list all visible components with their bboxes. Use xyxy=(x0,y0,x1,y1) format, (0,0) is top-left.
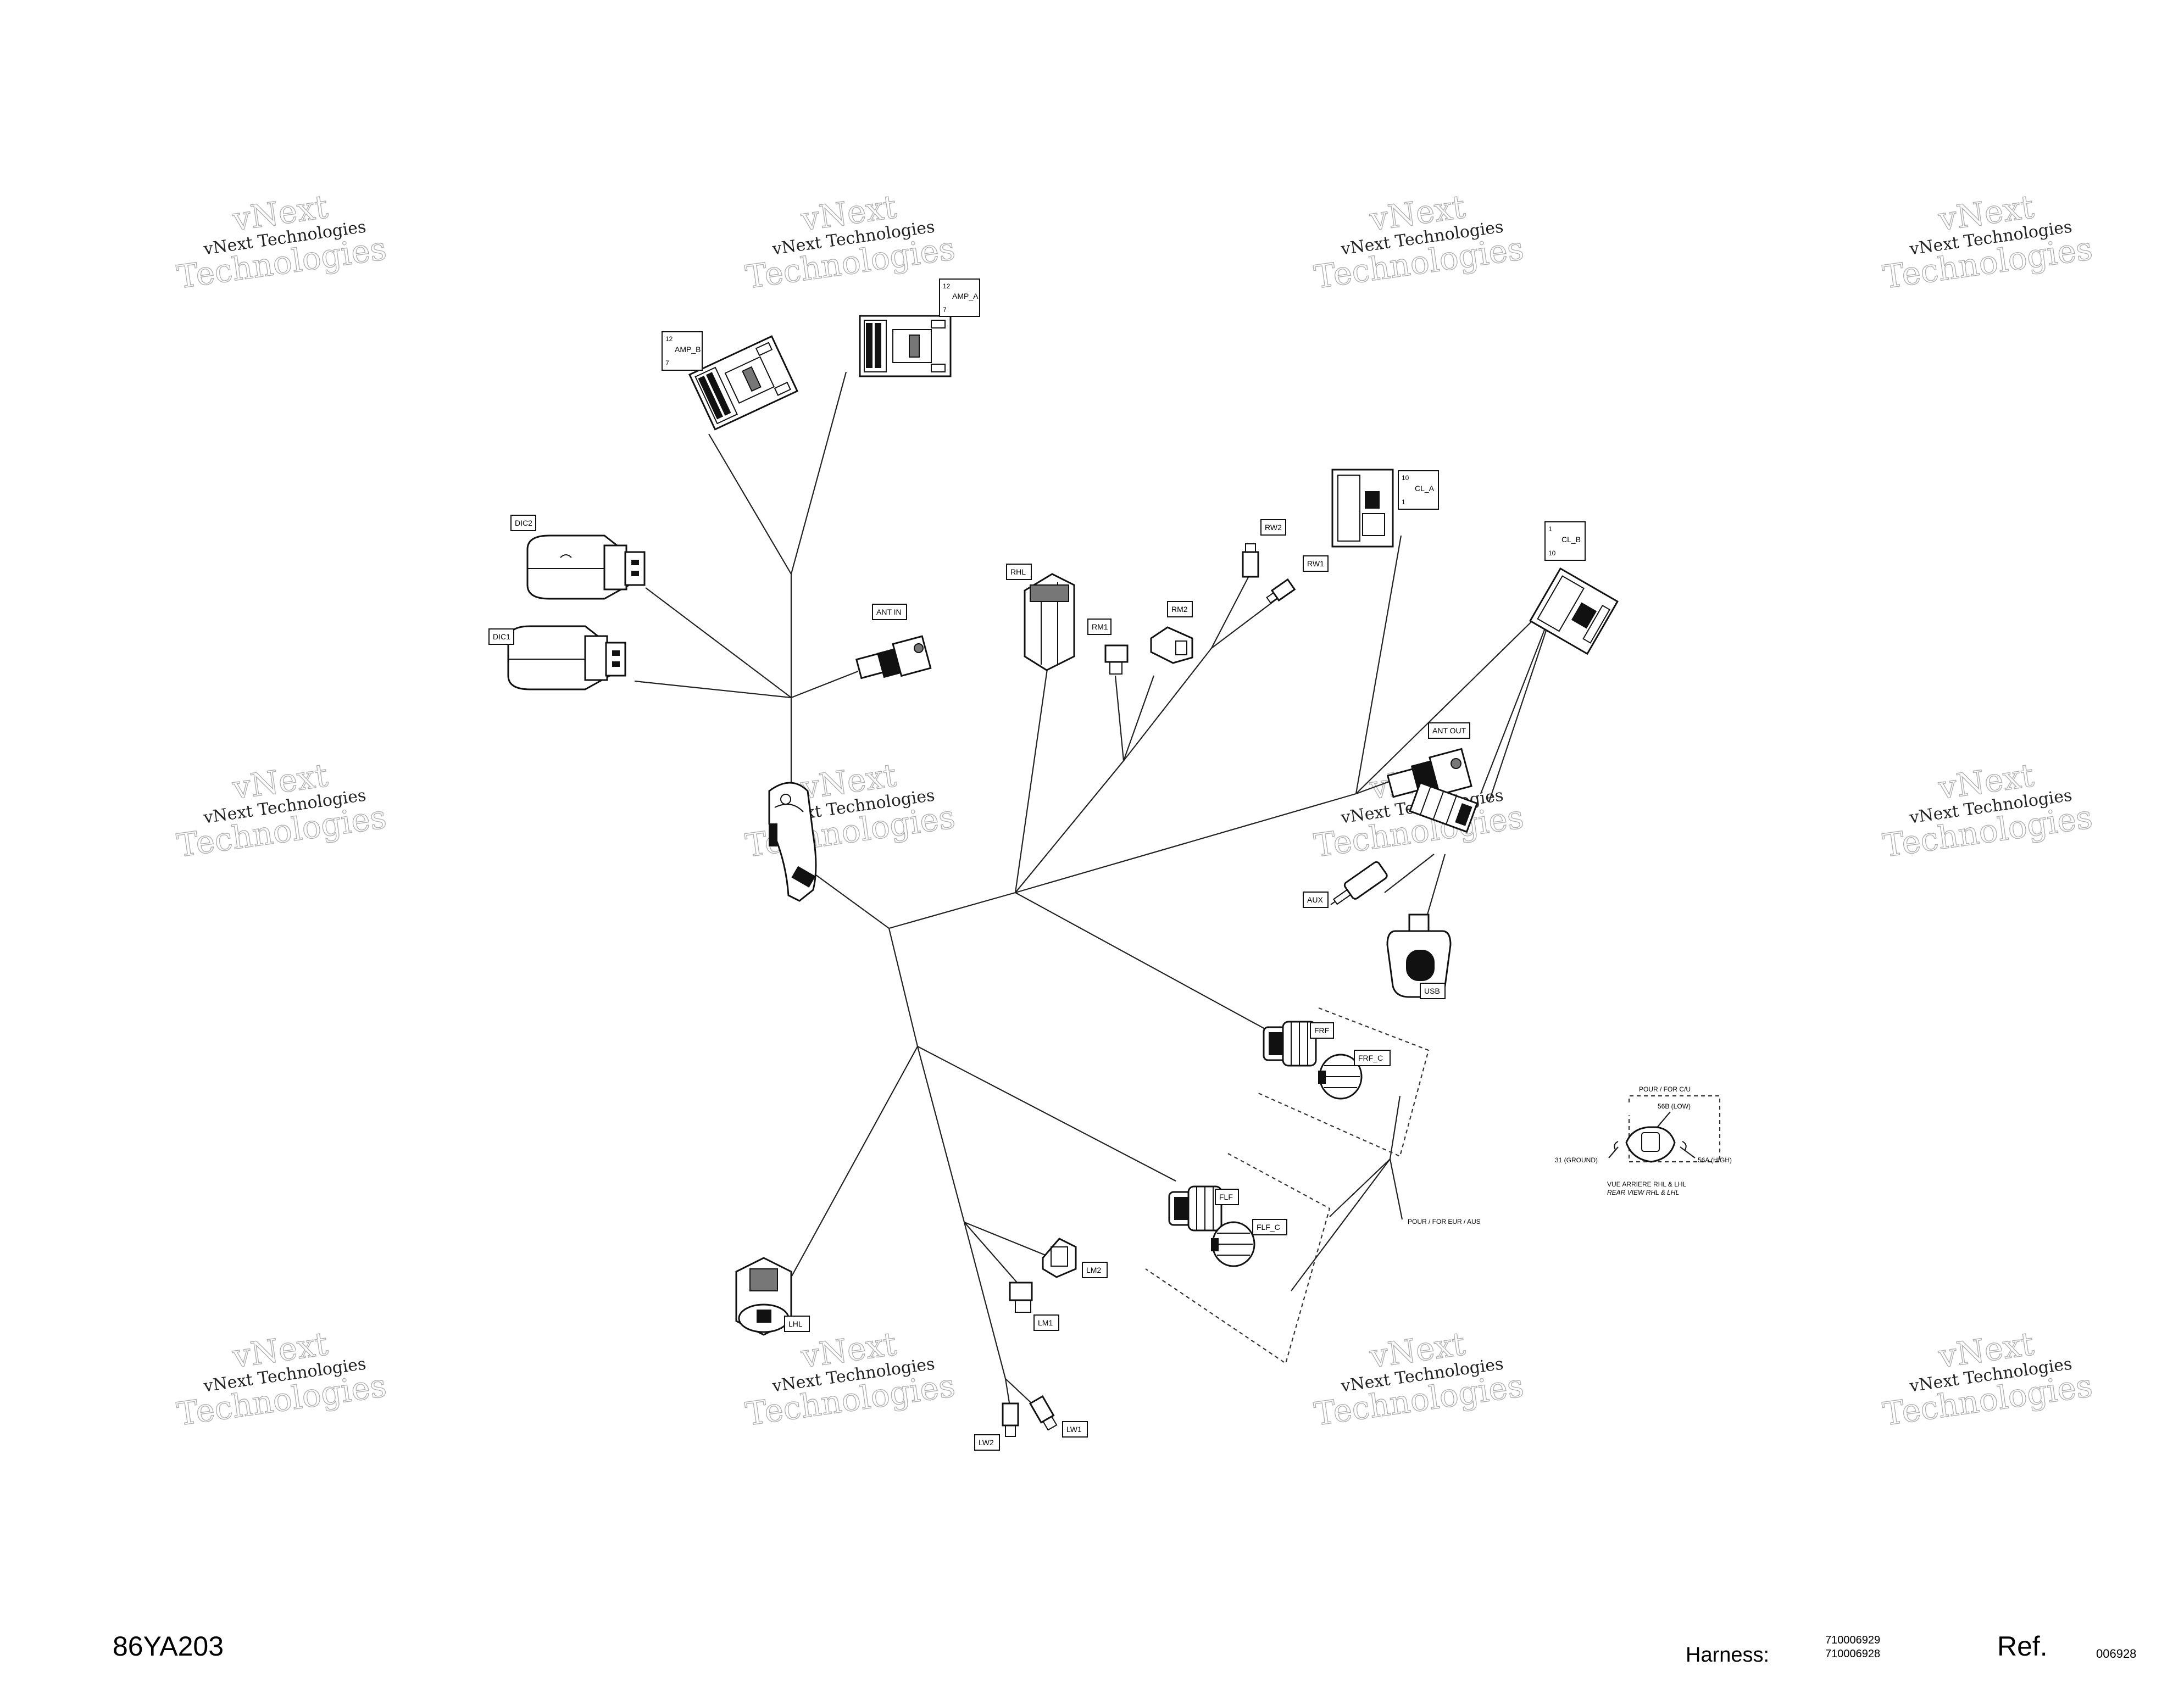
dic1-label: DIC1 xyxy=(493,632,510,641)
ant-out-label: ANT OUT xyxy=(1432,726,1466,735)
flf-connector xyxy=(1168,1185,1222,1232)
harness-label: Harness: xyxy=(1686,1644,1770,1667)
lw1-connector xyxy=(1029,1395,1058,1431)
amp-b-pin-top: 12 xyxy=(665,335,673,343)
lw1-label: LW1 xyxy=(1066,1425,1082,1434)
cl-b-connector xyxy=(1529,567,1619,655)
lm1-label: LM1 xyxy=(1038,1318,1053,1327)
rm1-connector xyxy=(1104,644,1129,675)
lm2-connector xyxy=(1042,1238,1077,1278)
amp-b-label: AMP_B xyxy=(675,345,701,354)
amp-a-label: AMP_A xyxy=(952,292,979,300)
flf-c-label: FLF_C xyxy=(1257,1223,1280,1232)
lm1-connector xyxy=(1009,1282,1033,1313)
eur-option-outlines xyxy=(1145,1007,1430,1364)
lm2-label: LM2 xyxy=(1086,1266,1101,1274)
ant-in-connector xyxy=(855,635,932,679)
cl-a-label: CL_A xyxy=(1415,484,1435,493)
frf-label: FRF xyxy=(1314,1026,1329,1035)
ref-label: Ref. xyxy=(1997,1631,2048,1662)
frf-c-cap xyxy=(1318,1054,1363,1100)
cl-b-label: CL_B xyxy=(1561,535,1581,544)
cl-a-pin-bottom: 1 xyxy=(1402,498,1405,506)
inset-pin-high: 56A (HIGH) xyxy=(1698,1156,1732,1164)
harness-number-2: 710006928 xyxy=(1825,1648,1881,1660)
inset-caption-en: REAR VIEW RHL & LHL xyxy=(1607,1189,1679,1196)
inset-pin-low: 56B (LOW) xyxy=(1658,1102,1691,1110)
usb-label: USB xyxy=(1424,987,1440,995)
rw1-connector xyxy=(1266,578,1296,604)
dic2-label: DIC2 xyxy=(515,519,532,527)
flf-c-cap xyxy=(1211,1221,1255,1267)
rw2-label: RW2 xyxy=(1265,523,1282,532)
rm1-label: RM1 xyxy=(1092,622,1108,631)
rw1-label: RW1 xyxy=(1307,559,1324,568)
dic1-connector xyxy=(507,625,626,690)
dic2-connector xyxy=(526,534,646,600)
aux-connector xyxy=(1330,861,1388,905)
central-grommet xyxy=(768,782,817,902)
lhl-connector xyxy=(735,1257,792,1336)
ant-in-label: ANT IN xyxy=(876,608,902,616)
lw2-connector xyxy=(1002,1402,1019,1437)
amp-b-connector xyxy=(688,335,799,431)
usb-connector xyxy=(1386,913,1452,998)
cl-a-pin-top: 10 xyxy=(1402,474,1409,482)
inset-caption-fr: VUE ARRIERE RHL & LHL xyxy=(1607,1180,1687,1188)
inset-title: POUR / FOR C/U xyxy=(1639,1085,1691,1093)
splice-block xyxy=(1409,782,1479,833)
ref-number: 006928 xyxy=(2096,1647,2137,1661)
amp-a-pin-top: 12 xyxy=(943,282,951,290)
rhl-connector xyxy=(1024,573,1075,671)
harness-number-1: 710006929 xyxy=(1825,1634,1881,1646)
rm2-connector xyxy=(1150,626,1193,664)
cl-b-pin-bottom: 10 xyxy=(1548,549,1556,557)
frf-connector xyxy=(1263,1021,1317,1067)
harness-wires xyxy=(634,371,1559,1407)
drawing-number: 86YA203 xyxy=(113,1631,224,1662)
amp-b-pin-bottom: 7 xyxy=(665,359,669,367)
amp-a-pin-bottom: 7 xyxy=(943,306,947,314)
cl-b-pin-top: 1 xyxy=(1548,525,1552,533)
amp-a-connector xyxy=(859,315,952,377)
eur-note: POUR / FOR EUR / AUS xyxy=(1408,1218,1481,1225)
rm2-label: RM2 xyxy=(1171,605,1188,614)
inset-pin-ground: 31 (GROUND) xyxy=(1555,1156,1598,1164)
ant-out-connector xyxy=(1386,748,1472,798)
aux-label: AUX xyxy=(1307,895,1323,904)
rhl-label: RHL xyxy=(1010,567,1026,576)
flf-label: FLF xyxy=(1219,1193,1233,1201)
lhl-label: LHL xyxy=(788,1319,803,1328)
connector-labels: 12 AMP_A 7 12 AMP_B 7 10 CL_A 1 1 CL_B 1… xyxy=(488,278,1586,1451)
frf-c-label: FRF_C xyxy=(1358,1054,1383,1062)
rw2-connector xyxy=(1242,543,1259,578)
lw2-label: LW2 xyxy=(979,1438,994,1447)
lamp-pinout-inset: POUR / FOR C/U 56B (LOW) 31 (GROUND) 56A… xyxy=(1555,1085,1732,1196)
cl-a-connector xyxy=(1331,469,1394,548)
